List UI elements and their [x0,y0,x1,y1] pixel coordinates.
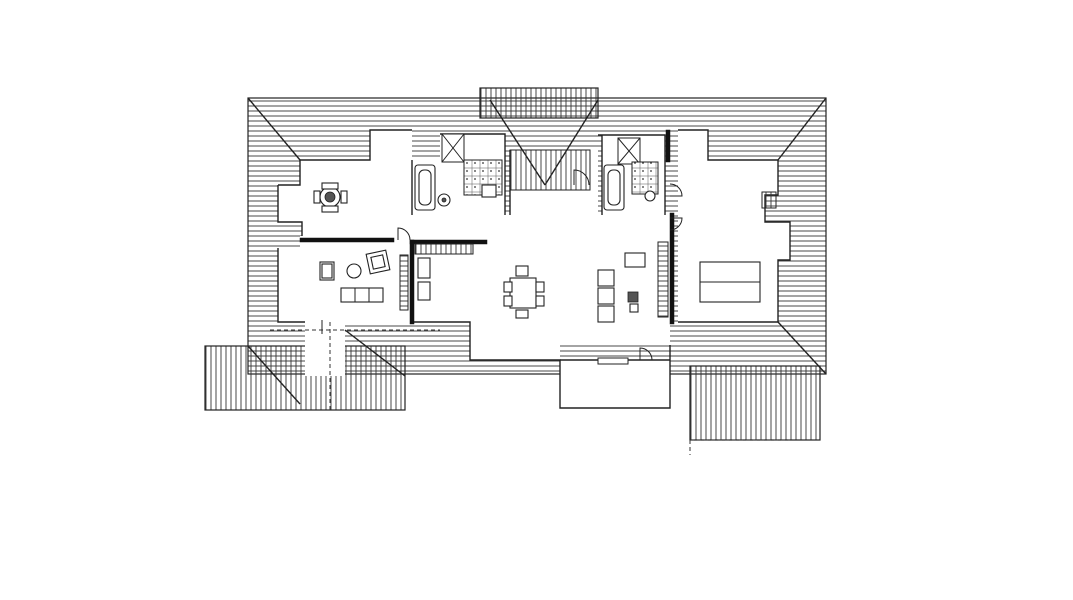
window-strip [597,357,629,365]
roof-lower-right [689,365,821,441]
armchair-pair [597,269,615,323]
sofa [340,287,384,303]
toilet-right [644,190,656,202]
bookshelf-right [657,241,669,318]
thick-walls [299,129,675,325]
dining-table [503,265,545,319]
bookshelf-left [399,254,409,311]
balcony [560,360,670,408]
toilet-left [437,193,451,207]
coffee-table [627,291,639,313]
tiled-floor-right [631,161,659,195]
sink-left [481,184,497,198]
shower-left [441,133,465,163]
living-area [278,236,412,322]
left-bedroom [278,130,412,236]
bathtub-left [414,164,436,211]
double-bed [699,261,761,303]
wardrobe-right [761,191,777,209]
dashed-lines [270,322,790,455]
shower-right [617,137,641,165]
kitchen-counter [414,243,474,301]
armchair-left [319,261,335,281]
armchair-right [365,249,391,275]
tv-cabinet [624,252,646,268]
round-side-table [346,263,362,279]
roof-dormer-top [479,87,599,119]
bathtub-right [603,164,625,211]
round-table-with-chairs [313,182,348,213]
stair-door-swing [573,169,590,186]
door-swings [321,183,683,361]
left-lower-hall [305,322,345,376]
